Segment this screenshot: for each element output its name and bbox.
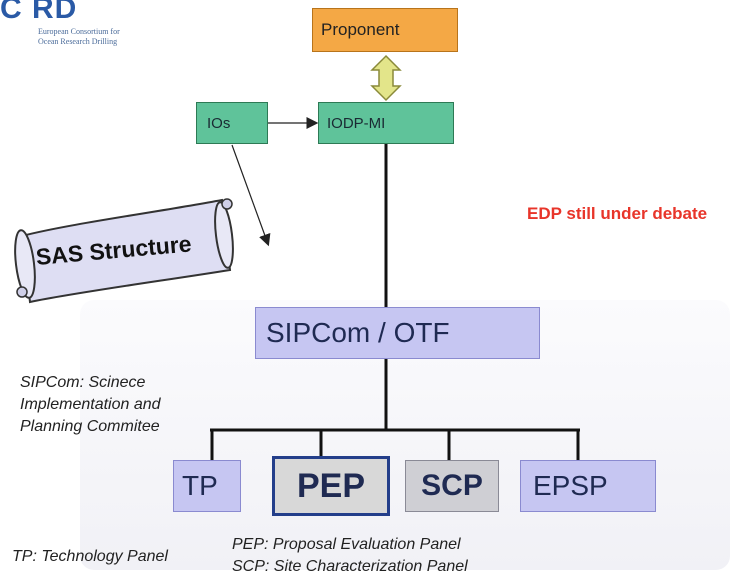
- ecord-logo: C RD European Consortium for Ocean Resea…: [0, 0, 160, 48]
- ios-label: IOs: [207, 114, 231, 132]
- tp-definition: TP: Technology Panel: [12, 548, 168, 565]
- iodp-mi-label: IODP-MI: [327, 114, 386, 132]
- proponent-box: Proponent: [312, 8, 458, 52]
- scp-label: SCP: [421, 469, 483, 502]
- logo-subtitle-line2: Ocean Research Drilling: [38, 37, 118, 46]
- epsp-label: EPSP: [533, 470, 608, 501]
- double-arrow-icon: [370, 54, 402, 102]
- logo-mark: C RD: [0, 0, 78, 25]
- proponent-label: Proponent: [321, 20, 400, 39]
- pep-box: PEP: [272, 456, 390, 516]
- epsp-box: EPSP: [520, 460, 656, 512]
- tp-label: TP: [182, 470, 218, 501]
- sipcom-label: SIPCom / OTF: [266, 317, 450, 348]
- scp-definition: SCP: Site Characterization Panel: [232, 558, 468, 575]
- scroll-banner: [14, 198, 234, 304]
- scp-box: SCP: [405, 460, 499, 512]
- sipcom-definition: SIPCom: Scinece Implementation and Plann…: [20, 372, 161, 438]
- pep-definition: PEP: Proposal Evaluation Panel: [232, 536, 461, 553]
- sipcom-box: SIPCom / OTF: [255, 307, 540, 359]
- sipcom-def-line: SIPCom: Scinece: [20, 374, 146, 391]
- panel-definitions: PEP: Proposal Evaluation Panel SCP: Site…: [232, 534, 468, 578]
- iodp-mi-box: IODP-MI: [318, 102, 454, 144]
- tp-box: TP: [173, 460, 241, 512]
- logo-subtitle-line1: European Consortium for: [38, 27, 120, 36]
- sipcom-def-line: Planning Commitee: [20, 418, 160, 435]
- edp-note: EDP still under debate: [527, 204, 708, 223]
- pep-label: PEP: [296, 466, 366, 505]
- sipcom-def-line: Implementation and: [20, 396, 161, 413]
- ios-box: IOs: [196, 102, 268, 144]
- arrow-ios-to-sas: [231, 144, 271, 247]
